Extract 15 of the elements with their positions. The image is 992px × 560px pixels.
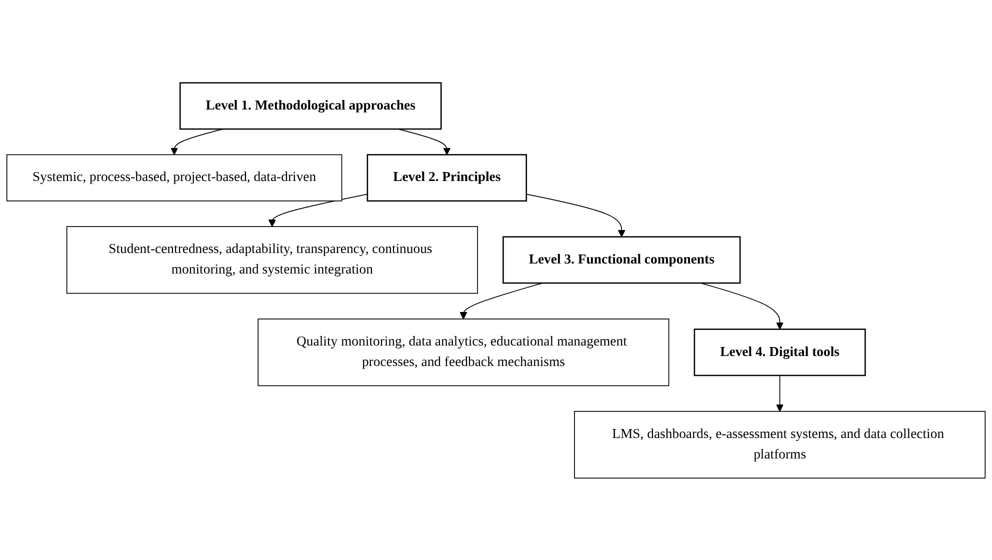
arrow [700, 282, 784, 330]
node-box: Quality monitoring, data analytics, educational management processes, and feedback mechanisms [258, 318, 670, 386]
arrow [526, 193, 626, 237]
arrow [268, 193, 368, 226]
arrow [460, 282, 543, 319]
node-box: Level 4. Digital tools [694, 328, 866, 376]
arrow [170, 128, 224, 155]
arrow [398, 128, 451, 155]
node-box: Level 2. Principles [366, 154, 527, 202]
node-box: Systemic, process-based, project-based, data-driven [6, 154, 342, 201]
node-box: Student-centredness, adaptability, transparency, continuous monitoring, and systemic integration [66, 226, 478, 294]
node-box: Level 1. Methodological approaches [179, 82, 442, 130]
node-box: Level 3. Functional components [502, 236, 741, 284]
node-box: LMS, dashboards, e-assessment systems, and data collection platforms [574, 410, 986, 478]
arrow [776, 374, 784, 412]
